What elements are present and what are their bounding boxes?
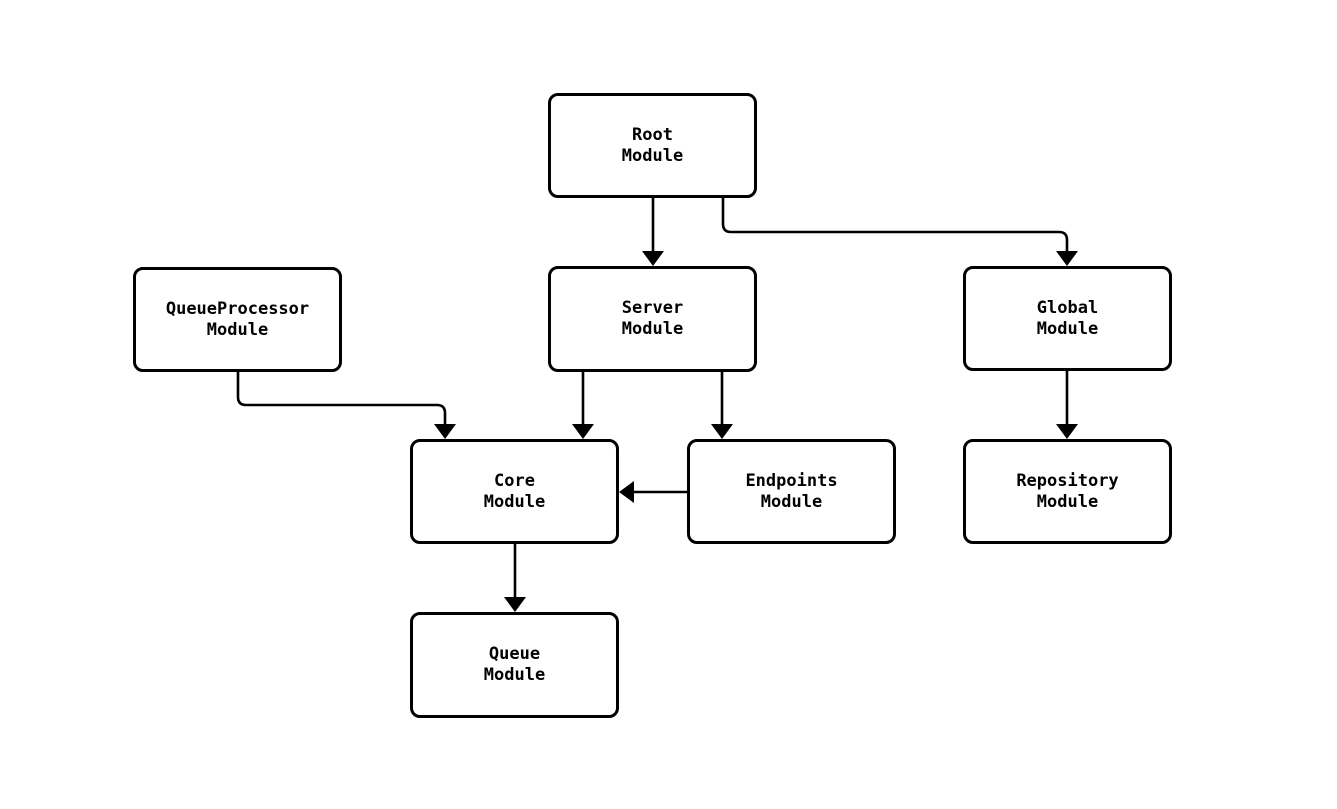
node-label-line2: Module (206, 319, 269, 340)
node-label-line2: Module (483, 665, 546, 685)
node-label-line1: Endpoints (745, 470, 838, 491)
edge-root-global (721, 198, 1078, 266)
node-label-line2: Module (760, 491, 823, 512)
node-core-module: Core Module (410, 439, 619, 544)
node-repository-module: Repository Module (963, 439, 1172, 544)
node-label-line2: Module (483, 491, 546, 512)
edge-server-core (572, 372, 594, 439)
node-label-line1: Core (494, 470, 535, 491)
edge-server-endpoints (711, 372, 733, 439)
node-label-line1: Global (1036, 297, 1099, 318)
edge-core-queue (504, 544, 526, 612)
node-label-line2: Module (621, 319, 684, 339)
node-root-module: Root Module (548, 93, 757, 198)
node-endpoints-module: Endpoints Module (687, 439, 896, 544)
node-label-line2: Module (1036, 318, 1099, 339)
node-queue-module: Queue Module (410, 612, 619, 718)
node-label-line1: QueueProcessor (165, 298, 310, 319)
edge-global-repository (1056, 371, 1078, 439)
node-label-line1: Queue (488, 644, 541, 664)
node-label-line2: Module (621, 145, 684, 166)
edge-endpoints-core (619, 481, 687, 503)
node-queueprocessor-module: QueueProcessor Module (133, 267, 342, 372)
node-label-line2: Module (1036, 491, 1099, 512)
edge-root-server (642, 198, 664, 266)
node-label-line1: Server (621, 298, 684, 318)
node-server-module: Server Module (548, 266, 757, 372)
node-label-line1: Repository (1016, 470, 1119, 491)
node-global-module: Global Module (963, 266, 1172, 371)
edge-queueprocessor-core (236, 372, 456, 439)
node-label-line1: Root (632, 124, 673, 145)
